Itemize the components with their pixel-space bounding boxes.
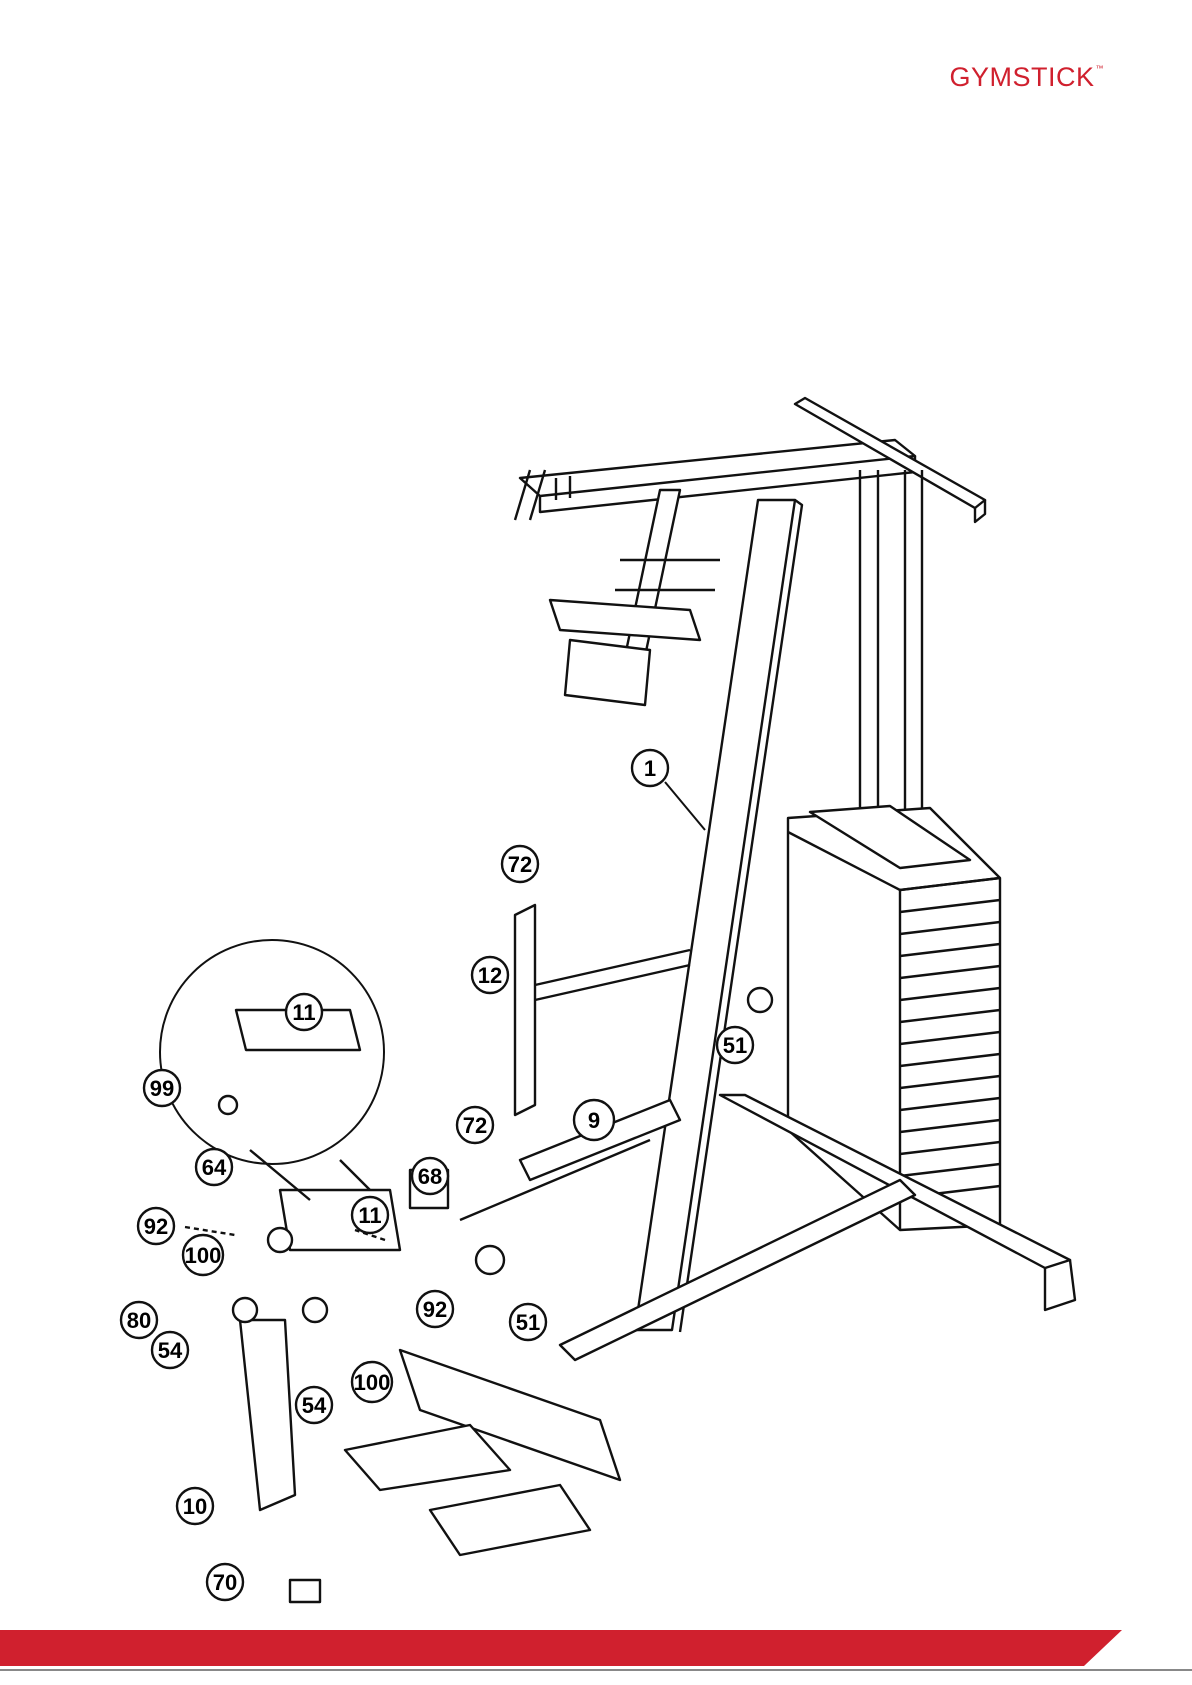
callout-72a-label: 72 — [508, 852, 532, 877]
callout-99-label: 99 — [150, 1076, 174, 1101]
callout-11b: 11 — [352, 1197, 388, 1233]
callout-11a-label: 11 — [292, 1000, 315, 1025]
callout-70-label: 70 — [213, 1570, 237, 1595]
callout-11b-label: 11 — [358, 1203, 381, 1228]
callout-10-label: 10 — [183, 1494, 207, 1519]
callout-92b-label: 92 — [423, 1297, 447, 1322]
callout-10: 10 — [177, 1488, 213, 1524]
callout-72b: 72 — [457, 1107, 493, 1143]
callout-51b-label: 51 — [516, 1310, 540, 1335]
weight-stack — [788, 806, 1000, 1230]
callout-9: 9 — [574, 1100, 614, 1140]
callout-51a: 51 — [717, 1027, 753, 1063]
callout-70: 70 — [207, 1564, 243, 1600]
callout-9-label: 9 — [588, 1108, 600, 1133]
callout-100b: 100 — [352, 1362, 392, 1402]
callout-54b-label: 54 — [302, 1393, 327, 1418]
callout-68-label: 68 — [418, 1164, 442, 1189]
callout-100b-label: 100 — [354, 1370, 391, 1395]
callout-92a: 92 — [138, 1208, 174, 1244]
callout-92a-label: 92 — [144, 1214, 168, 1239]
callout-64-label: 64 — [202, 1155, 227, 1180]
callout-72a: 72 — [502, 846, 538, 882]
callout-64: 64 — [196, 1149, 232, 1185]
callout-92b: 92 — [417, 1291, 453, 1327]
callout-1: 1 — [632, 750, 705, 830]
callout-54a-label: 54 — [158, 1338, 183, 1363]
callout-51a-label: 51 — [723, 1033, 747, 1058]
callout-12-label: 12 — [478, 963, 502, 988]
footer-band — [0, 1630, 1192, 1678]
callout-51b: 51 — [510, 1304, 546, 1340]
callout-100a-label: 100 — [185, 1243, 222, 1268]
callout-54b: 54 — [296, 1387, 332, 1423]
callout-100a: 100 — [183, 1235, 223, 1275]
callout-54a: 54 — [152, 1332, 188, 1368]
callout-68: 68 — [412, 1158, 448, 1194]
callout-11a: 11 — [286, 994, 322, 1030]
callout-72b-label: 72 — [463, 1113, 487, 1138]
callout-80: 80 — [121, 1302, 157, 1338]
callout-99: 99 — [144, 1070, 180, 1106]
callout-1-label: 1 — [644, 756, 656, 781]
callout-80-label: 80 — [127, 1308, 151, 1333]
callout-12: 12 — [472, 957, 508, 993]
